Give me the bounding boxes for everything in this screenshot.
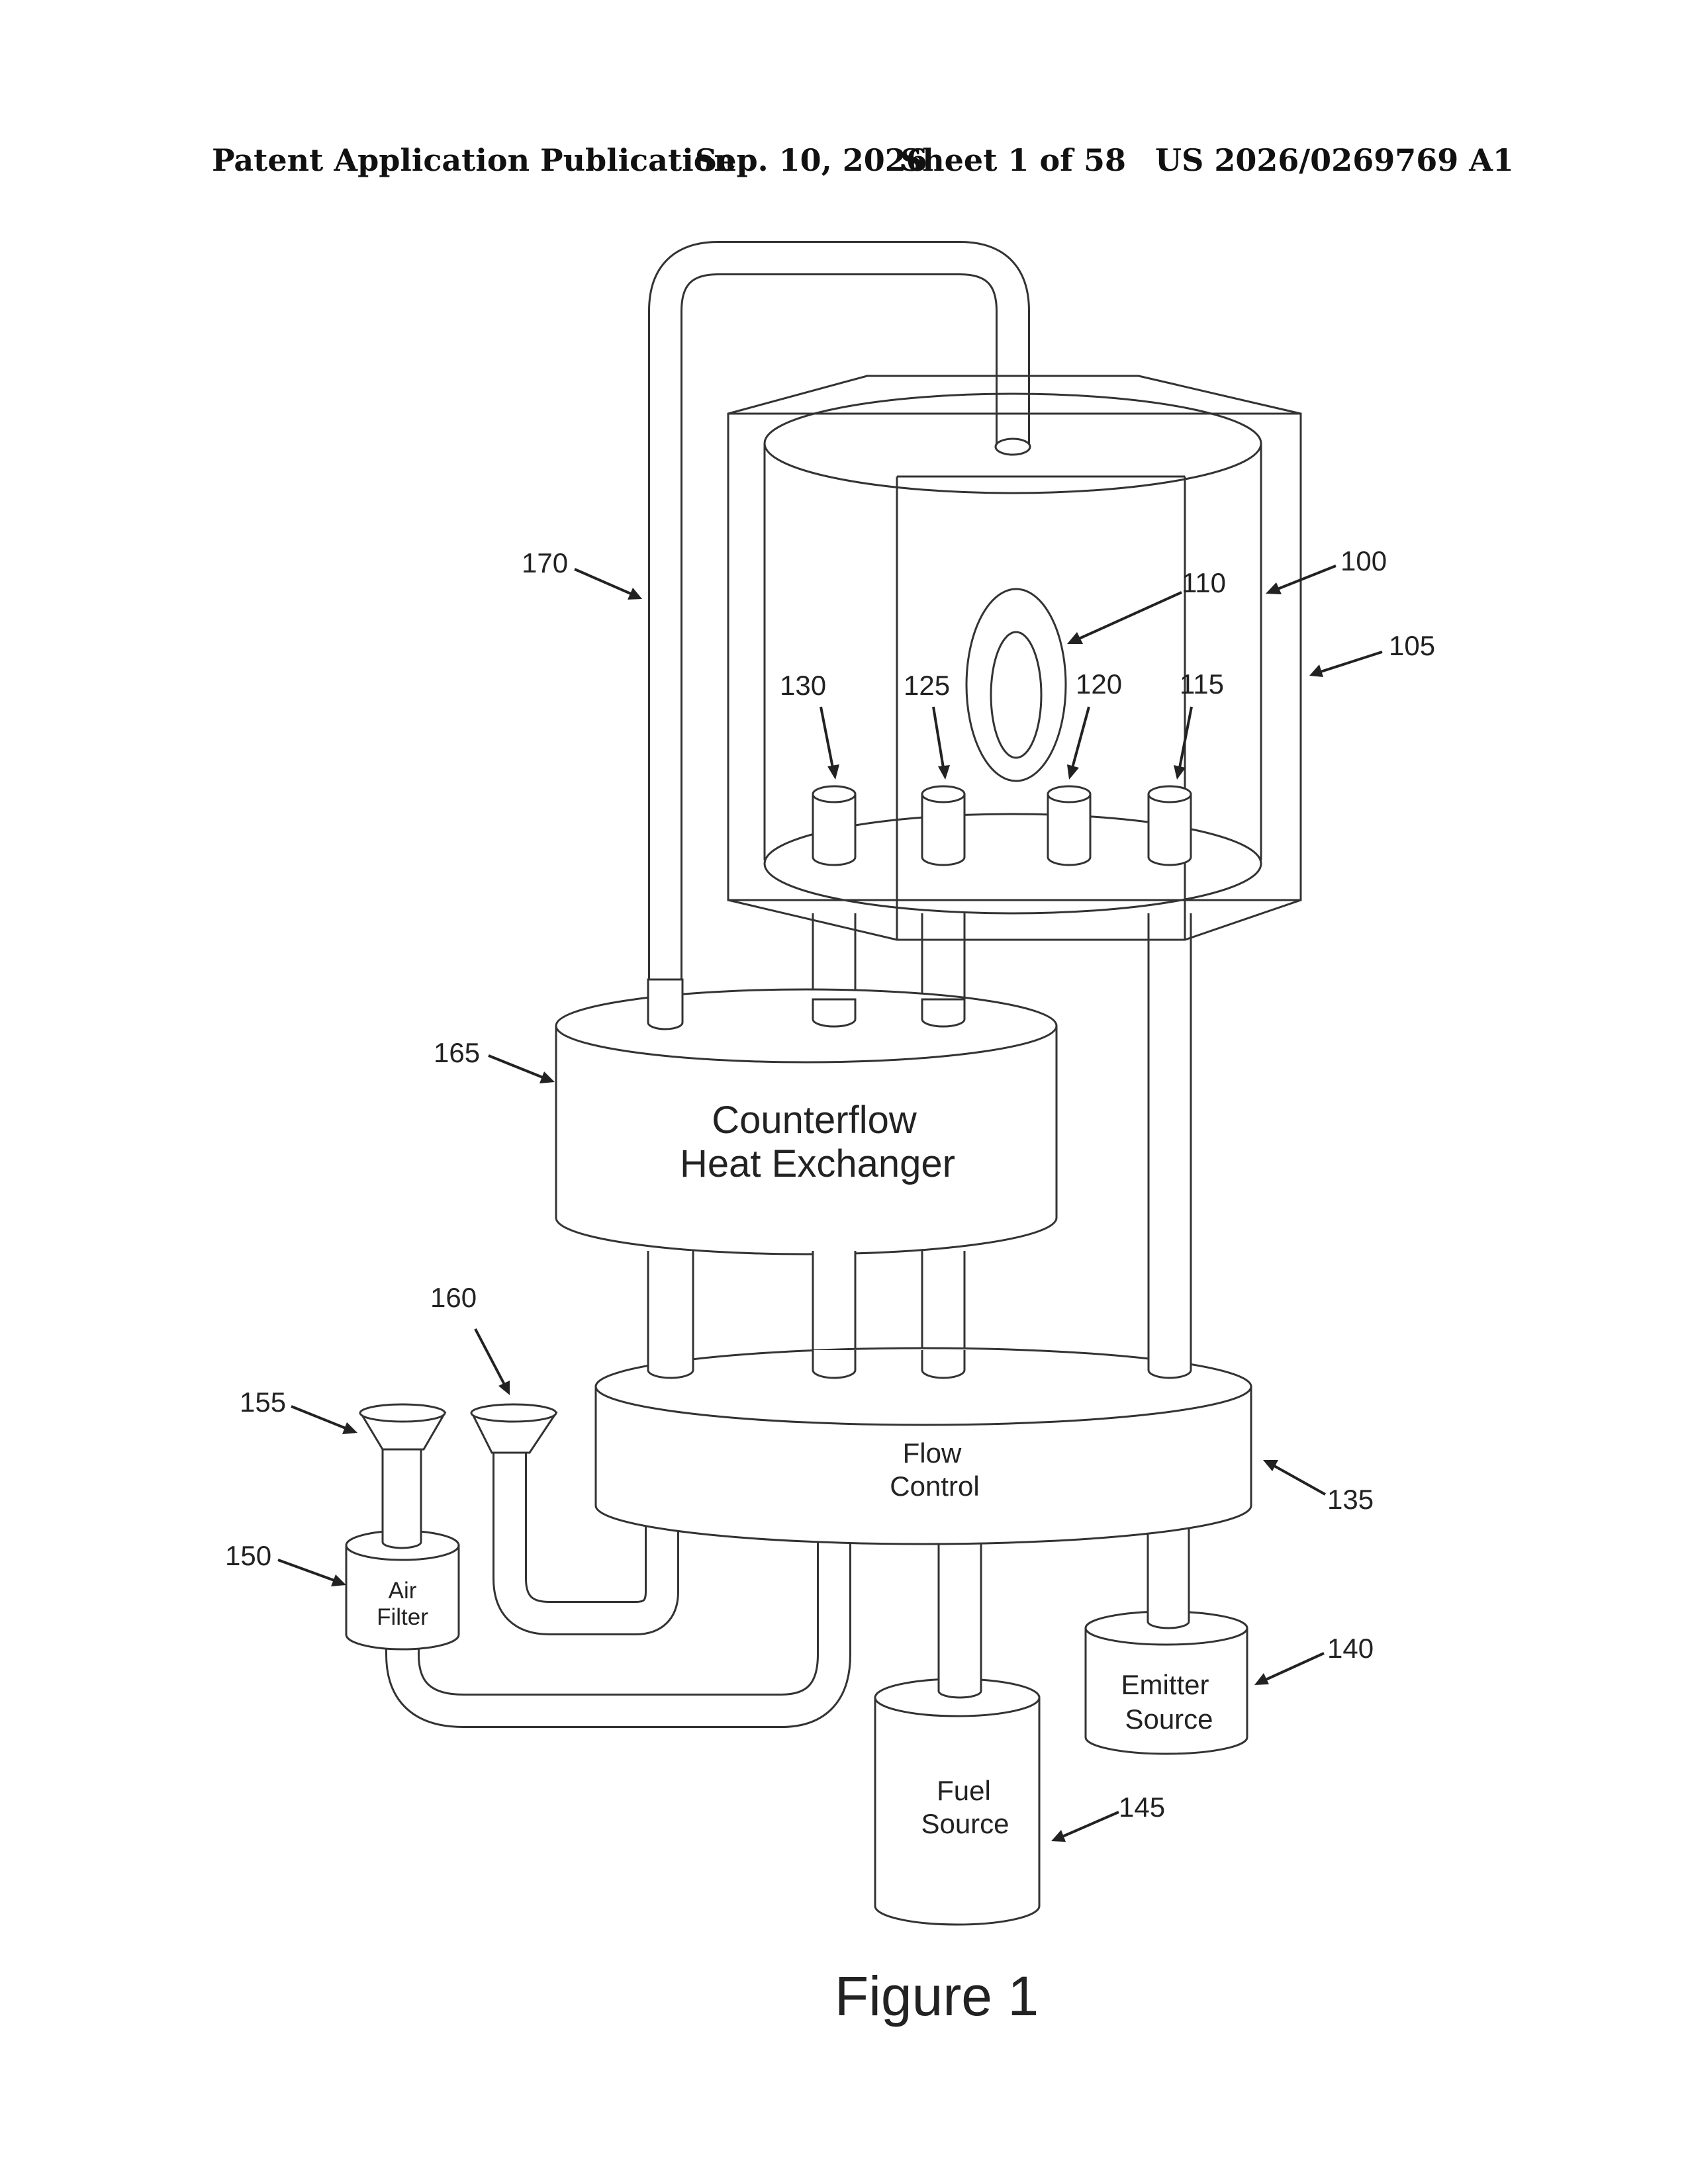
ref-110: 110 <box>1067 567 1226 644</box>
ref-130: 130 <box>780 670 839 780</box>
ref-155: 155 <box>240 1387 357 1434</box>
emitter-source-label-line2: Source <box>1125 1704 1213 1735</box>
ref-numeral-160: 160 <box>430 1282 477 1313</box>
ref-numeral-115: 115 <box>1180 668 1224 700</box>
funnel-155 <box>360 1404 445 1529</box>
emitter-source-label-line1: Emitter <box>1121 1669 1209 1700</box>
funnel-160 <box>471 1404 556 1453</box>
ref-125: 125 <box>904 670 950 780</box>
ref-135: 135 <box>1263 1460 1374 1515</box>
port-120 <box>1048 786 1090 865</box>
ref-160: 160 <box>430 1282 510 1395</box>
ref-165: 165 <box>434 1037 555 1083</box>
ref-numeral-135: 135 <box>1327 1484 1374 1515</box>
ref-120: 120 <box>1067 668 1122 780</box>
heat-exchanger-label-line1: Counterflow <box>712 1099 917 1142</box>
fuel-source-label-line2: Source <box>921 1808 1009 1839</box>
ref-numeral-150: 150 <box>225 1540 271 1571</box>
ref-numeral-125: 125 <box>904 670 950 701</box>
port-125 <box>922 786 964 865</box>
air-filter-label-line1: Air <box>389 1578 417 1604</box>
pipe-170 <box>665 258 1030 1023</box>
ref-numeral-170: 170 <box>522 547 568 578</box>
ref-100: 100 <box>1266 545 1387 594</box>
fuel-source-label-line1: Fuel <box>937 1775 991 1806</box>
ref-105: 105 <box>1309 630 1435 677</box>
ref-140: 140 <box>1254 1633 1374 1685</box>
ref-numeral-120: 120 <box>1076 668 1122 700</box>
ref-numeral-110: 110 <box>1182 567 1226 598</box>
ref-numeral-130: 130 <box>780 670 826 701</box>
ref-numeral-105: 105 <box>1389 630 1435 661</box>
flow-control-label-line1: Flow <box>903 1437 962 1469</box>
air-filter-label-line2: Filter <box>377 1604 428 1630</box>
emitter-110 <box>966 589 1066 781</box>
ref-145: 145 <box>1051 1792 1165 1842</box>
ref-numeral-145: 145 <box>1119 1792 1165 1823</box>
flow-control-label-line2: Control <box>890 1471 979 1502</box>
ref-numeral-100: 100 <box>1340 545 1387 576</box>
ref-115: 115 <box>1174 668 1224 780</box>
ref-numeral-155: 155 <box>240 1387 286 1418</box>
figure-caption: Figure 1 <box>835 1965 1039 2027</box>
port-115 <box>1149 786 1191 865</box>
port-130 <box>813 786 855 865</box>
heat-exchanger-label-line2: Heat Exchanger <box>680 1142 955 1185</box>
ref-150: 150 <box>225 1540 346 1586</box>
ref-170: 170 <box>522 547 642 600</box>
ref-numeral-165: 165 <box>434 1037 480 1068</box>
tube-115-to-flow-control <box>1149 913 1191 1370</box>
ref-numeral-140: 140 <box>1327 1633 1374 1664</box>
